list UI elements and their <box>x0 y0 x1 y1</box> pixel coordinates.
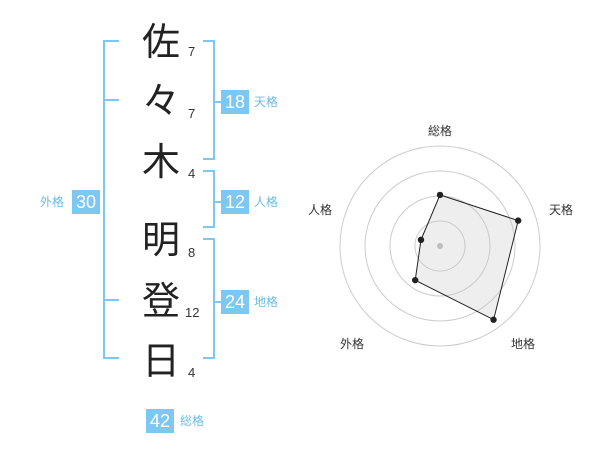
tenkaku-value-badge: 18 <box>221 90 249 114</box>
stroke-count-1: 7 <box>188 44 196 59</box>
chikaku-label: 地格 <box>254 295 279 309</box>
radar-point-4 <box>417 236 425 244</box>
jinkaku-value-badge: 12 <box>221 190 249 214</box>
name-char-6: 日 <box>141 339 180 383</box>
radar-grid <box>339 145 541 347</box>
stroke-count-5: 12 <box>185 305 200 320</box>
gaikaku-bracket-vertical <box>103 40 105 359</box>
jinkaku-bracket-connector <box>213 201 221 203</box>
radar-center-dot <box>437 243 443 249</box>
gaikaku-bracket-tick <box>103 99 119 101</box>
name-char-4: 明 <box>141 218 180 262</box>
radar-axis-label-tenkaku: 天格 <box>549 203 574 217</box>
radar-axis-label-chikaku: 地格 <box>511 337 536 351</box>
stroke-count-3: 4 <box>188 166 196 181</box>
gaikaku-bracket-tick <box>103 299 119 301</box>
tenkaku-bracket-connector <box>213 101 221 103</box>
chikaku-bracket-top <box>203 238 215 240</box>
gaikaku-label: 外格 <box>40 195 65 209</box>
tenkaku-label: 天格 <box>254 95 279 109</box>
name-char-5: 登 <box>141 279 180 323</box>
radar-point-2 <box>490 316 497 323</box>
chikaku-bracket-connector <box>213 301 221 303</box>
radar-data-points <box>411 191 522 323</box>
name-char-1: 佐 <box>141 20 180 64</box>
name-char-2: 々 <box>141 79 180 123</box>
radar-axis-label-gaikaku: 外格 <box>340 337 365 351</box>
radar-point-3 <box>411 276 419 284</box>
radar-axis-label-soukaku: 総格 <box>428 124 453 138</box>
chikaku-bracket <box>213 238 215 359</box>
chikaku-value-badge: 24 <box>221 290 249 314</box>
stroke-count-2: 7 <box>188 106 196 121</box>
soukaku-value-badge: 42 <box>146 409 174 433</box>
jinkaku-bracket <box>213 170 215 228</box>
jinkaku-bracket-bottom <box>203 226 215 228</box>
tenkaku-bracket-top <box>203 40 215 42</box>
stroke-count-6: 4 <box>188 365 196 380</box>
name-char-3: 木 <box>141 140 180 184</box>
radar-grid-ring <box>339 145 541 347</box>
gaikaku-bracket-tick <box>103 357 119 359</box>
gaikaku-value-badge: 30 <box>72 190 100 214</box>
gaikaku-bracket-tick <box>103 40 119 42</box>
radar-grid-ring <box>364 170 516 322</box>
jinkaku-label: 人格 <box>254 195 279 209</box>
tenkaku-bracket-bottom <box>203 158 215 160</box>
radar-point-1 <box>514 217 522 224</box>
soukaku-label: 総格 <box>180 414 205 428</box>
stroke-count-4: 8 <box>188 245 196 260</box>
chikaku-bracket-bottom <box>203 357 215 359</box>
radar-axis-label-jinkaku: 人格 <box>308 203 333 217</box>
tenkaku-bracket <box>213 40 215 160</box>
radar-grid-ring <box>414 220 466 272</box>
radar-data-area <box>414 194 519 321</box>
jinkaku-bracket-top <box>203 170 215 172</box>
radar-point-0 <box>436 191 444 199</box>
